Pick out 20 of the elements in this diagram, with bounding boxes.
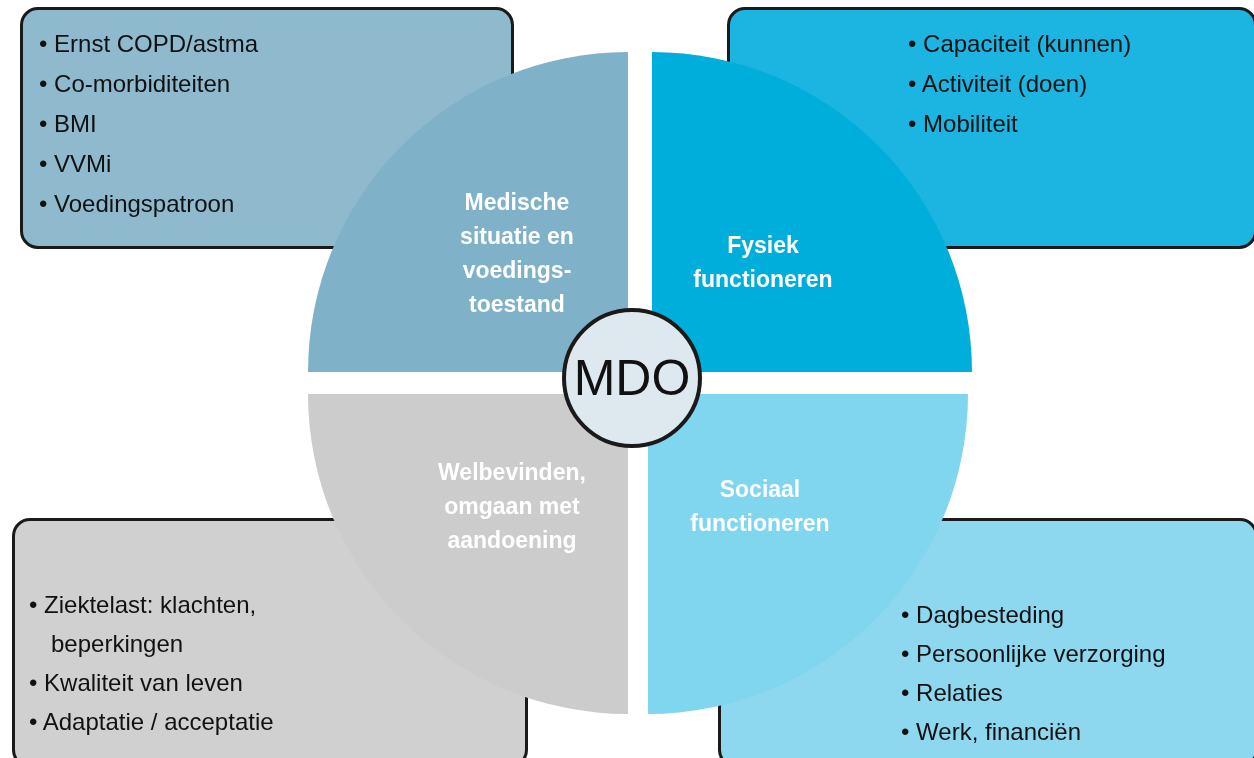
list-item: • Werk, financiën — [901, 717, 1082, 747]
quadrant-label: Medische situatie en voedings- toestand — [459, 188, 575, 319]
list-item: • Capaciteit (kunnen) — [908, 29, 1132, 59]
list-item: • Voedingspatroon — [39, 189, 236, 219]
list-item: • Co-morbiditeiten — [39, 69, 231, 99]
list-item: • Ziektelast: klachten, beperkingen — [29, 590, 258, 659]
list-item: • Activiteit (doen) — [908, 69, 1088, 99]
list-item: • Persoonlijke verzorging — [901, 639, 1166, 669]
list-item: • BMI — [39, 109, 98, 139]
quadrant-segment — [308, 394, 628, 714]
list-item: • VVMi — [39, 149, 113, 179]
center-label: MDO — [573, 349, 691, 407]
list-item: • Adaptatie / acceptatie — [29, 707, 274, 737]
list-item: • Kwaliteit van leven — [29, 668, 243, 698]
list-item: • Relaties — [901, 678, 1004, 708]
list-item: • Ernst COPD/astma — [39, 29, 259, 59]
quadrant-label: Fysiek functioneren — [692, 231, 834, 294]
list-item: • Dagbesteding — [901, 600, 1066, 630]
list-item: • Mobiliteit — [908, 109, 1019, 139]
quadrant-label: Sociaal functioneren — [689, 475, 831, 538]
